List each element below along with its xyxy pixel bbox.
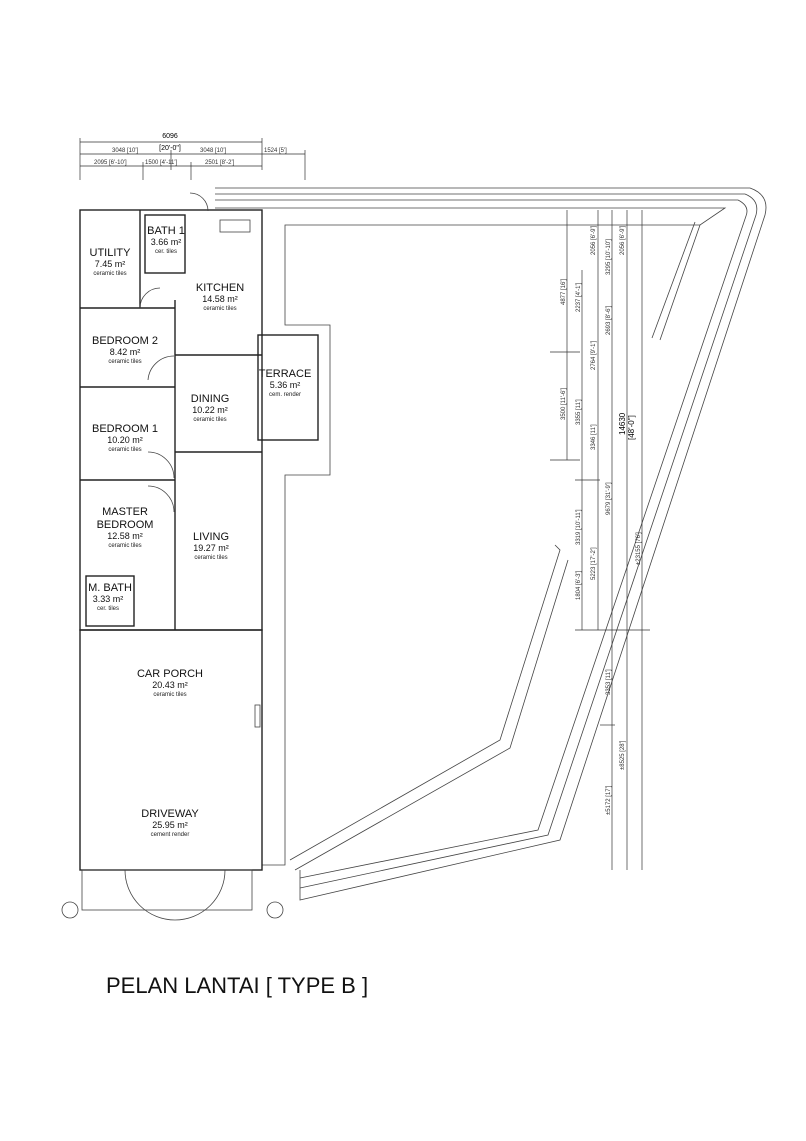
dim-label: 3048 [10'] <box>112 148 139 154</box>
room-bath-1: BATH 13.66 m² cer. tiles <box>147 225 185 255</box>
room-label-text: ceramic tiles <box>194 555 227 561</box>
top-dimensions: 6096 [20'-0"] 3048 [10'] 3048 [10'] 1524… <box>79 133 306 180</box>
room-label-text: 14.58 m² <box>202 294 238 304</box>
dim-label: 2501 [8'-2'] <box>205 160 235 166</box>
room-bedroom-2: BEDROOM 28.42 m² ceramic tiles <box>92 335 158 365</box>
dim-label: 3048 [10'] <box>200 148 227 154</box>
room-label-text: DRIVEWAY <box>141 808 199 820</box>
dim-label: 1524 [5'] <box>264 148 287 154</box>
dim-label: 2764 [9'-1'] <box>591 340 597 370</box>
room-label-text: BEDROOM 2 <box>92 335 158 347</box>
house-walls <box>61 192 319 921</box>
room-label-text: ceramic tiles <box>108 543 141 549</box>
room-label-text: 25.95 m² <box>152 820 188 830</box>
room-label-text: ceramic tiles <box>153 692 186 698</box>
room-label-text: ceramic tiles <box>93 271 126 277</box>
room-label-text: 3.66 m² <box>151 237 182 247</box>
dim-label: ±8525 [28'] <box>620 740 626 770</box>
room-label-text: cer. tiles <box>97 606 119 612</box>
room-label-text: BATH 1 <box>147 225 185 237</box>
dim-label: 3500 [11'-6'] <box>561 387 567 420</box>
room-label-text: 5.36 m² <box>270 380 301 390</box>
dim-label: 2056 [6'-9'] <box>591 225 597 255</box>
room-label-text: 10.22 m² <box>192 405 228 415</box>
dim-label: 2237 [4'-1'] <box>576 282 582 312</box>
room-label-text: 8.42 m² <box>110 347 141 357</box>
room-label-text: MASTER <box>102 506 148 518</box>
dim-label: 1804 [6'-3'] <box>576 570 582 600</box>
room-label-text: 3.33 m² <box>93 594 124 604</box>
room-label-text: KITCHEN <box>196 282 244 294</box>
room-bedroom-1: BEDROOM 110.20 m² ceramic tiles <box>92 423 158 453</box>
room-label-text: ceramic tiles <box>193 417 226 423</box>
dim-label: 3295 [10'-10'] <box>606 239 612 275</box>
room-label-text: 20.43 m² <box>152 680 188 690</box>
room-label-text: cem. render <box>269 392 301 398</box>
room-label-text: ceramic tiles <box>108 447 141 453</box>
room-label-text: TERRACE <box>259 368 312 380</box>
room-label-text: CAR PORCH <box>137 668 203 680</box>
dim-label: 4877 [16'] <box>561 278 567 305</box>
plan-title: PELAN LANTAI [ TYPE B ] <box>106 973 369 998</box>
dim-label: 9679 [31'-9'] <box>606 482 612 515</box>
dim-label: 2056 [6'-9'] <box>620 225 626 255</box>
room-label-text: LIVING <box>193 531 229 543</box>
plot-boundary <box>215 187 767 901</box>
dim-label: 1500 [4'-11'] <box>145 160 178 166</box>
dim-label: 3346 [11'] <box>591 424 597 450</box>
room-label-text: 7.45 m² <box>95 259 126 269</box>
dim-total-right-imperial: [48'-0"] <box>627 415 636 440</box>
room-label-text: M. BATH <box>88 582 132 594</box>
room-label-text: UTILITY <box>90 247 132 259</box>
room-label-text: 19.27 m² <box>193 543 229 553</box>
dim-label: 2095 [6'-10'] <box>94 160 127 166</box>
room-label-text: 12.58 m² <box>107 531 143 541</box>
right-dimensions: 4877 [16'] 3500 [11'-6'] 2237 [4'-1'] 33… <box>550 210 650 870</box>
room-label-text: cer. tiles <box>155 249 177 255</box>
room-label-text: ceramic tiles <box>108 359 141 365</box>
dim-label: 3353 [11'] <box>606 669 612 695</box>
dim-label: 3319 [10'-11'] <box>576 509 582 545</box>
room-label-text: DINING <box>191 393 230 405</box>
dim-label: 5223 [17'-2'] <box>591 547 597 580</box>
dim-label: 2693 [8'-6'] <box>606 305 612 335</box>
dim-total: 6096 <box>162 133 178 140</box>
room-label-text: ceramic tiles <box>203 306 236 312</box>
dim-total-imperial: [20'-0"] <box>159 145 181 152</box>
room-label-text: BEDROOM <box>97 519 154 531</box>
dim-label: ±5172 [17'] <box>606 785 612 815</box>
dim-label: 3355 [11'] <box>576 399 582 425</box>
dim-total-right: 14630 <box>618 412 627 435</box>
room-label-text: cement render <box>151 832 190 838</box>
room-label-text: 10.20 m² <box>107 435 143 445</box>
dim-label: ±23155 [76'] <box>636 532 642 565</box>
room-label-text: BEDROOM 1 <box>92 423 158 435</box>
